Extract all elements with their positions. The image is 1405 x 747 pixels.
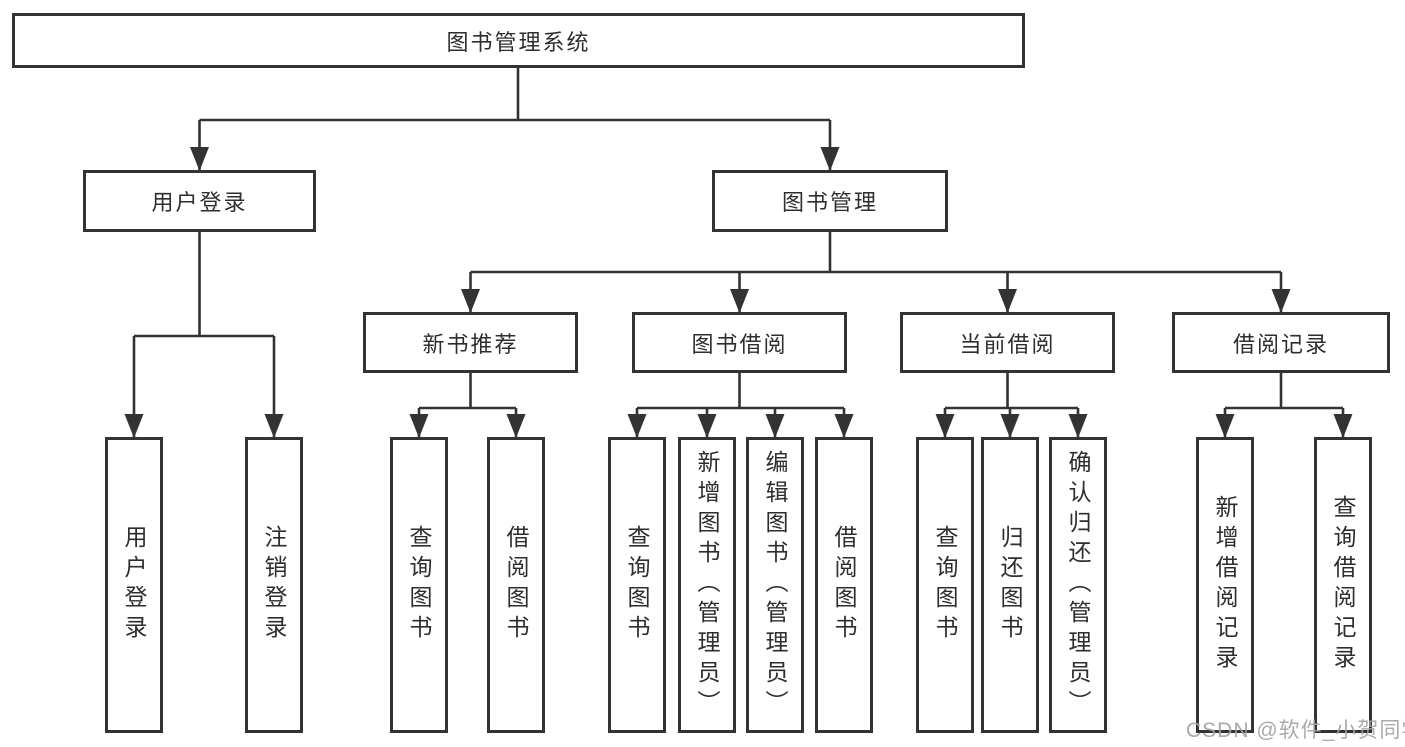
leaf-current-query-books: 查询图书 xyxy=(916,437,974,733)
leaf-user-logout: 注销登录 xyxy=(245,437,303,733)
leaf-user-login: 用户登录 xyxy=(105,437,163,733)
node-library-management-system: 图书管理系统 xyxy=(12,13,1025,68)
node-borrow-records: 借阅记录 xyxy=(1172,312,1390,373)
node-book-management: 图书管理 xyxy=(712,170,948,232)
leaf-current-confirm-return-admin: 确认归还（管理员） xyxy=(1049,437,1107,733)
connector-group xyxy=(124,68,1353,438)
leaf-borrow-add-books-admin: 新增图书（管理员） xyxy=(678,437,736,733)
node-new-book-recommend: 新书推荐 xyxy=(363,312,578,373)
node-book-borrow: 图书借阅 xyxy=(632,312,847,373)
node-user-login: 用户登录 xyxy=(83,170,316,232)
leaf-records-add-borrow-record: 新增借阅记录 xyxy=(1196,437,1254,733)
leaf-records-query-borrow-record: 查询借阅记录 xyxy=(1314,437,1372,733)
leaf-borrow-borrow-books: 借阅图书 xyxy=(815,437,873,733)
leaf-newbook-query-books: 查询图书 xyxy=(390,437,448,733)
leaf-current-return-books: 归还图书 xyxy=(981,437,1039,733)
node-current-borrow: 当前借阅 xyxy=(900,312,1115,373)
leaf-borrow-query-books: 查询图书 xyxy=(608,437,666,733)
leaf-newbook-borrow-books: 借阅图书 xyxy=(487,437,545,733)
leaf-borrow-edit-books-admin: 编辑图书（管理员） xyxy=(746,437,804,733)
watermark: CSDN @软件_小贺同学 xyxy=(1186,719,1405,742)
